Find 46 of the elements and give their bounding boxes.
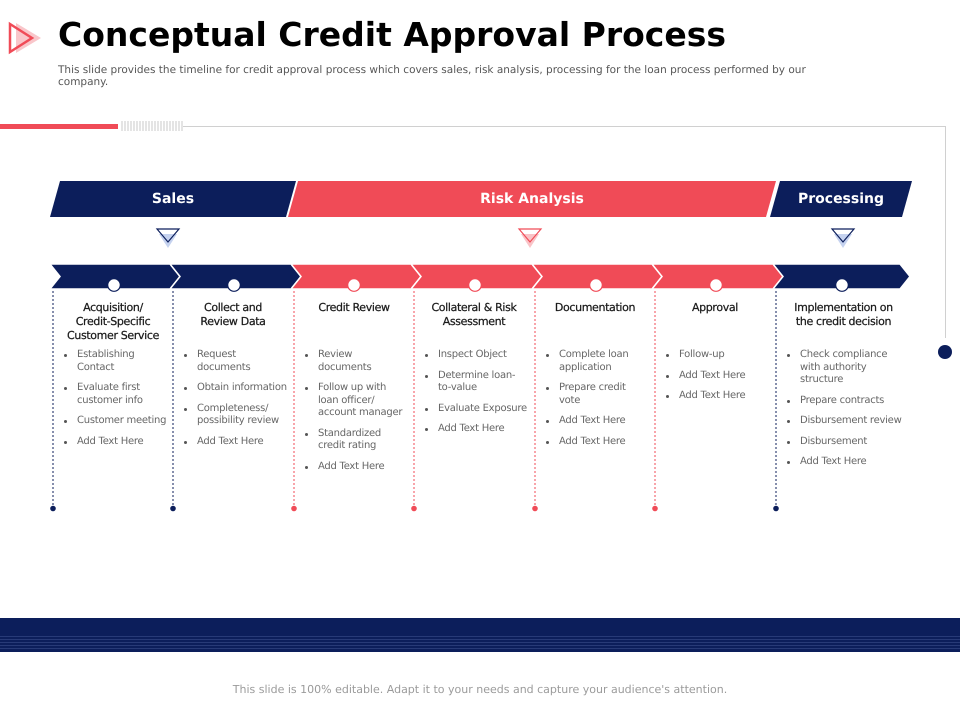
step-title: Acquisition/ Credit-Specific Customer Service xyxy=(66,301,160,343)
step-title: Implementation on the credit decision xyxy=(793,301,894,329)
bullet-text: Evaluate Exposure xyxy=(438,402,528,415)
footer-note: This slide is 100% editable. Adapt it to your needs and capture your audience's attention. xyxy=(232,683,728,697)
bullet-text: Disbursement xyxy=(800,436,868,448)
bullet-text: Check compliance with authority structure xyxy=(800,349,888,386)
bullet-text: Completeness/ possibility review xyxy=(197,402,280,428)
step-title: Documentation xyxy=(554,301,636,315)
down-arrow xyxy=(518,228,542,248)
bullet-text: Add Text Here xyxy=(77,436,144,448)
bullet-text: Add Text Here xyxy=(559,436,626,448)
phase-banner: Risk Analysis xyxy=(288,181,776,217)
bullet-text: Obtain information xyxy=(197,382,287,394)
bullet-text: Request documents xyxy=(197,349,252,374)
bullet-text: Standardized credit rating xyxy=(318,428,382,452)
bullet-text: Complete loan application xyxy=(559,349,630,374)
down-arrow xyxy=(831,228,855,248)
bullet-text: Follow-up xyxy=(679,349,726,362)
bullet-text: Add Text Here xyxy=(800,456,868,468)
bullet-text: Determine loan-to-value xyxy=(438,370,516,394)
bullet-text: Add Text Here xyxy=(559,415,626,428)
process-step xyxy=(773,264,910,289)
step-title: Credit Review xyxy=(317,301,391,315)
process-step xyxy=(50,264,180,289)
bullet-text: Prepare credit vote xyxy=(559,382,627,407)
bullet-text: Establishing Contact xyxy=(77,349,136,374)
down-arrow xyxy=(156,228,180,248)
bullet-text: Prepare contracts xyxy=(800,394,886,407)
step-title: Collateral & Risk Assessment xyxy=(430,301,518,329)
bullet-text: Add Text Here xyxy=(438,423,506,436)
step-title: Collect and Review Data xyxy=(199,301,267,329)
bullet-text: Review documents xyxy=(318,349,372,374)
bullet-text: Add Text Here xyxy=(318,460,386,473)
phase-banner: Processing xyxy=(770,181,912,217)
subtitle-text: This slide provides the timeline for credit approval process which covers sales, risk analysis, processing for the loan process performed by our company. xyxy=(58,64,807,88)
step-title: Approval xyxy=(690,301,739,315)
bullet-text: Inspect Object xyxy=(438,349,508,362)
bullet-text: Evaluate first customer info xyxy=(77,382,144,407)
bullet-text: Add Text Here xyxy=(197,436,264,448)
bullet-text: Add Text Here xyxy=(679,390,746,402)
slide-title: Conceptual Credit Approval Process xyxy=(58,15,726,55)
bullet-text: Disbursement review xyxy=(800,415,902,428)
phase-banner: Sales xyxy=(50,181,296,217)
bullet-text: Follow up with loan officer/ account manager xyxy=(318,382,404,420)
bullet-text: Add Text Here xyxy=(679,370,746,382)
bullet-text: Customer meeting xyxy=(77,415,167,428)
